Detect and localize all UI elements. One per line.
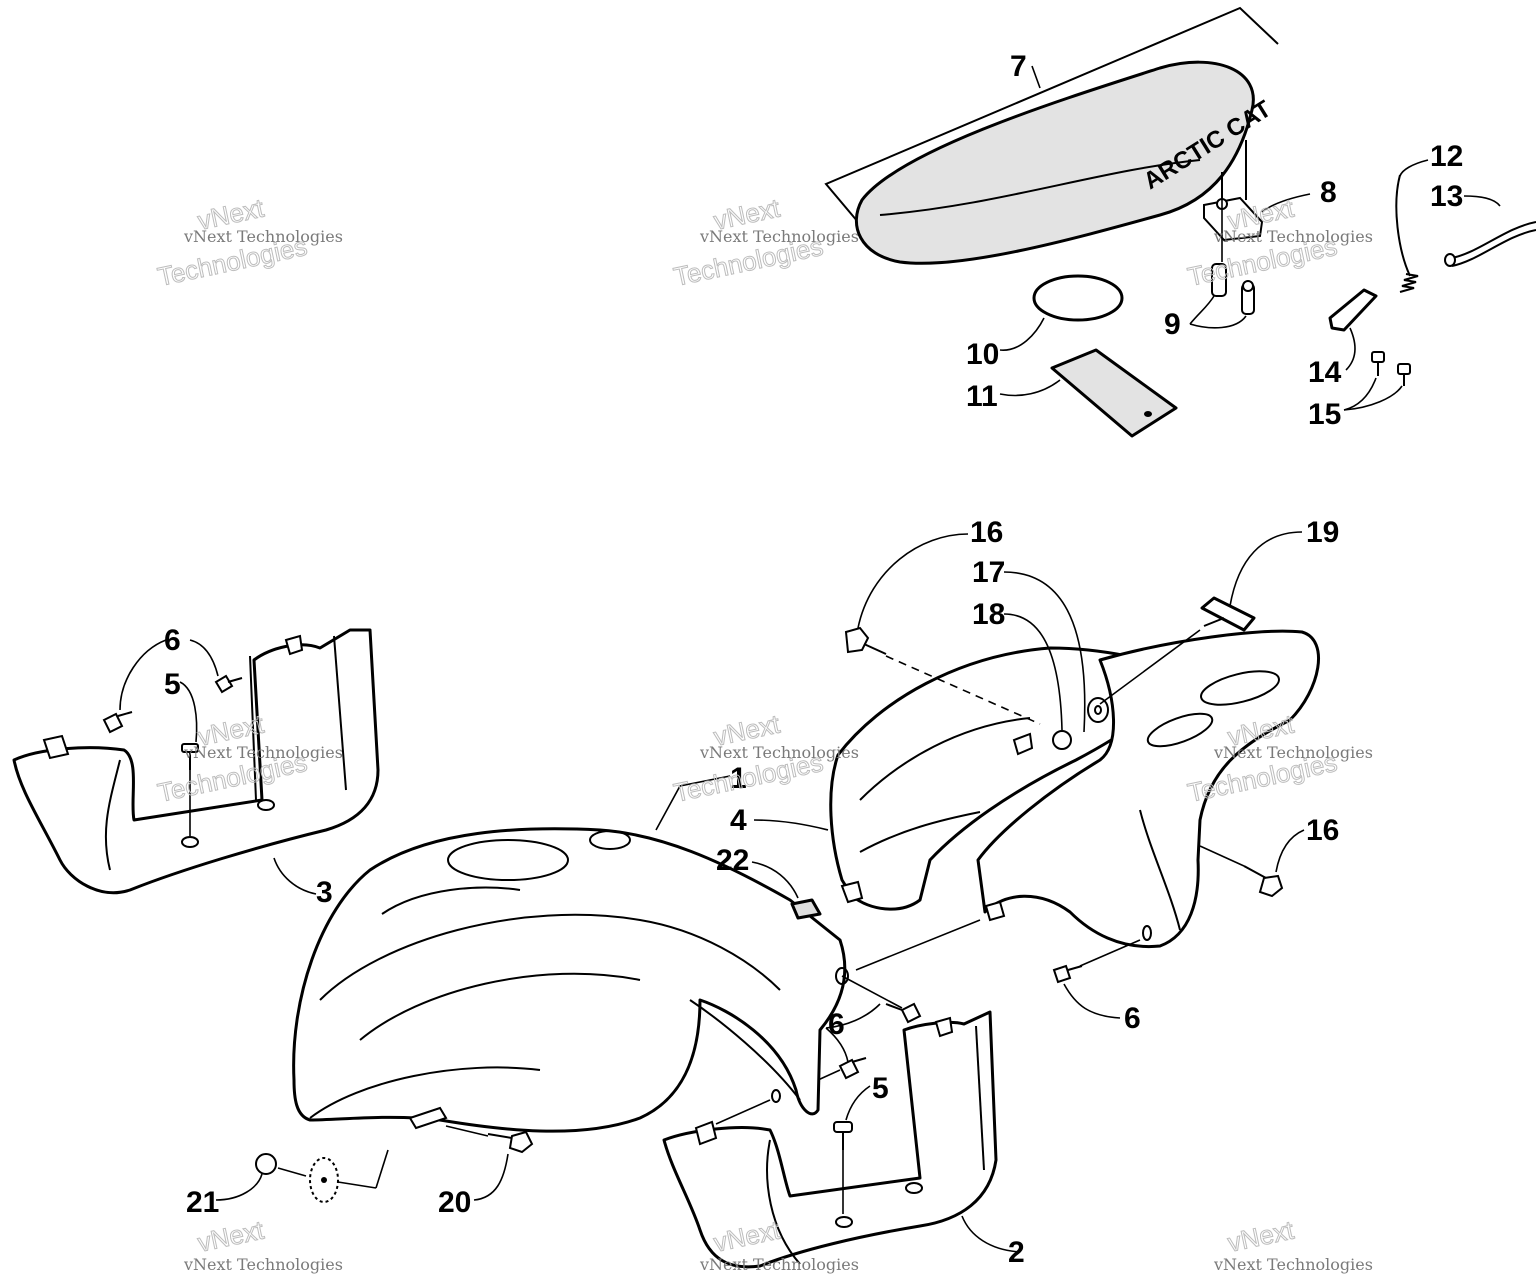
label-14: 14 [1308,356,1342,389]
latch-bracket [1328,288,1378,332]
svg-text:vNext: vNext [195,1215,267,1258]
label-8: 8 [1320,176,1337,209]
label-22: 22 [716,844,749,877]
watermark-2: vNext vNext Technologies Technologies [671,192,859,292]
svg-text:vNext Technologies: vNext Technologies [699,1255,859,1274]
label-12: 12 [1430,140,1463,173]
label-7: 7 [1010,50,1027,83]
label-18: 18 [972,598,1005,631]
label-17: 17 [972,556,1005,589]
watermark-1: vNext vNext Technologies Technologies [155,192,343,292]
svg-text:vNext Technologies: vNext Technologies [1213,743,1373,762]
svg-text:vNext Technologies: vNext Technologies [183,227,343,246]
label-16-top: 16 [970,516,1003,549]
watermark-9: vNext vNext Technologies [1213,1214,1373,1274]
label-3: 3 [316,876,333,909]
svg-text:vNext Technologies: vNext Technologies [699,743,859,762]
clip [790,898,822,920]
left-footwell [12,628,380,895]
right-footwell [662,1010,998,1269]
label-13: 13 [1430,180,1463,213]
svg-text:vNext Technologies: vNext Technologies [1213,1255,1373,1274]
front-fender [292,827,849,1133]
label-21: 21 [186,1186,219,1219]
label-6-left: 6 [164,624,181,657]
leader-lines [119,65,1501,1253]
seat-bumpers [1211,263,1255,315]
svg-text:vNext Technologies: vNext Technologies [1213,227,1373,246]
watermark-8: vNext vNext Technologies [699,1214,859,1274]
label-1: 1 [730,762,747,795]
latch-screws [1371,351,1411,386]
svg-text:vNext Technologies: vNext Technologies [183,1255,343,1274]
label-2: 2 [1008,1236,1025,1269]
label-11: 11 [966,380,998,413]
label-19: 19 [1306,516,1339,549]
watermark-7: vNext vNext Technologies [183,1214,343,1274]
label-10: 10 [966,338,999,371]
seat-pad [1050,348,1178,438]
seat-assembly: ARCTIC CAT [824,6,1279,265]
callout-labels: 7 8 9 10 11 12 13 14 15 16 17 18 19 6 5 … [164,50,1463,1269]
label-5-left: 5 [164,668,181,701]
o-ring [1032,274,1124,322]
label-9: 9 [1164,308,1181,341]
cable-spring [1395,174,1536,293]
label-15: 15 [1308,398,1341,431]
label-6-centre: 6 [828,1008,845,1041]
label-6-right: 6 [1124,1002,1141,1035]
label-16-right: 16 [1306,814,1339,847]
hardware [102,596,1284,1203]
svg-text:vNext: vNext [1225,1215,1297,1258]
svg-text:vNext Technologies: vNext Technologies [183,743,343,762]
svg-text:vNext Technologies: vNext Technologies [699,227,859,246]
label-20: 20 [438,1186,471,1219]
label-4: 4 [730,804,747,837]
rear-side-panel [976,629,1321,949]
label-5-centre: 5 [872,1072,889,1105]
